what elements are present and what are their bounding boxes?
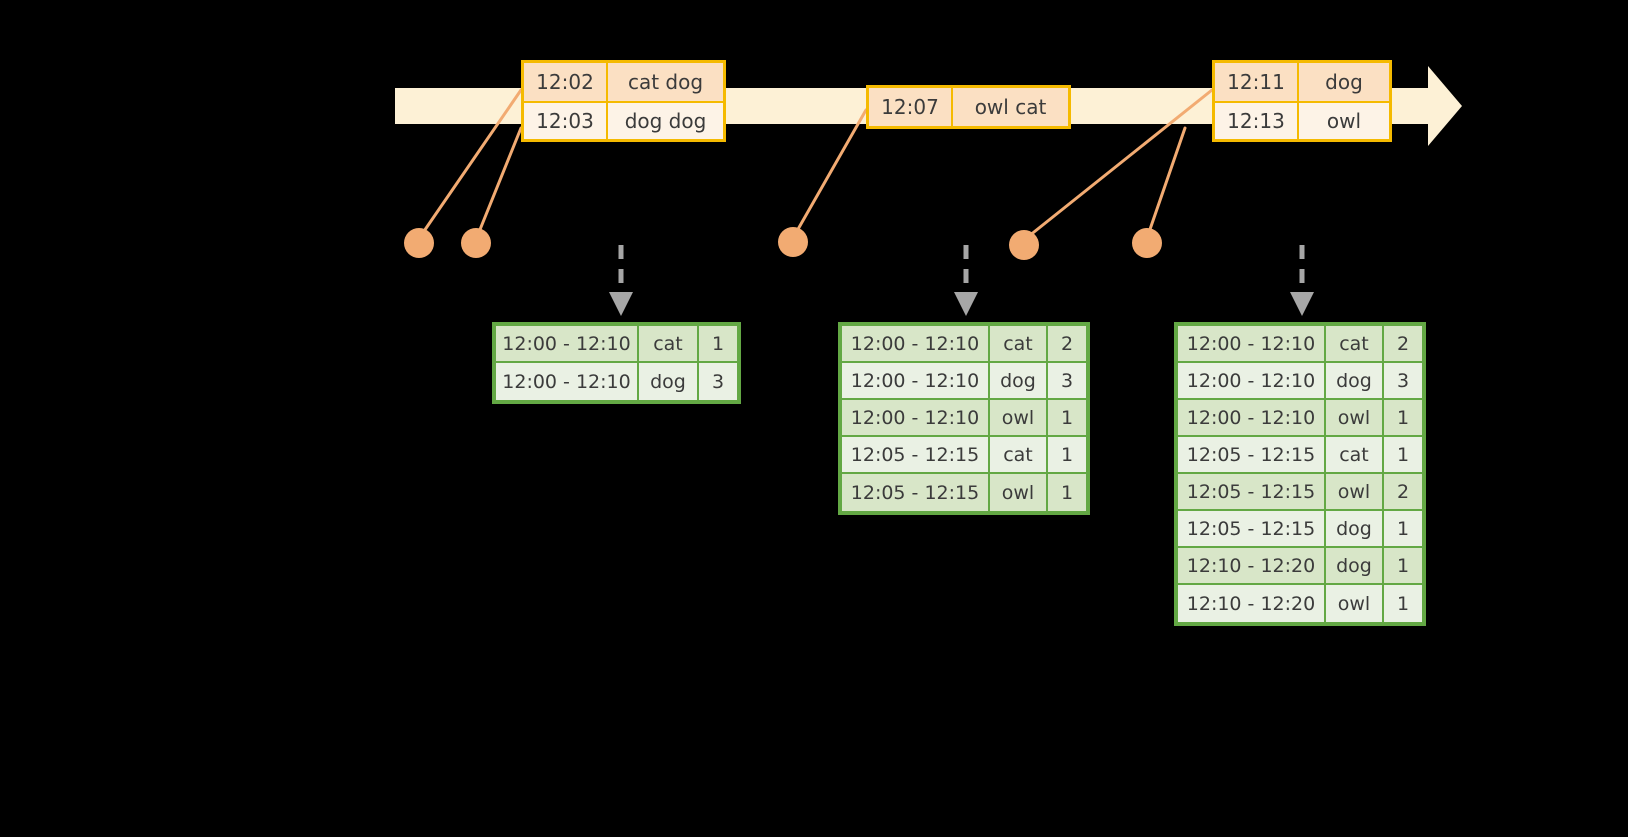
cell-count: 3 [699,363,737,400]
table-row[interactable]: 12:05 - 12:15 owl 1 [842,474,1086,511]
event-time: 12:02 [524,63,608,101]
cell-window: 12:10 - 12:20 [1178,548,1326,583]
table-row[interactable]: 12:10 - 12:20 dog 1 [1178,548,1422,585]
result-table-2[interactable]: 12:00 - 12:10 cat 2 12:00 - 12:10 dog 3 … [838,322,1090,515]
table-row[interactable]: 12:05 - 12:15 cat 1 [842,437,1086,474]
cell-count: 2 [1048,326,1086,361]
event-row[interactable]: 12:03 dog dog [524,101,723,139]
cell-window: 12:00 - 12:10 [842,326,990,361]
event-row[interactable]: 12:13 owl [1215,101,1389,139]
cell-window: 12:05 - 12:15 [1178,474,1326,509]
cell-word: dog [1326,511,1384,546]
connector-line-1 [418,88,523,239]
connector-line-5 [1145,126,1187,240]
dashed-arrows [609,245,1314,316]
stream-dot-5 [1132,228,1162,258]
table-row[interactable]: 12:00 - 12:10 owl 1 [842,400,1086,437]
cell-window: 12:00 - 12:10 [496,326,639,361]
cell-window: 12:00 - 12:10 [1178,363,1326,398]
cell-window: 12:00 - 12:10 [842,363,990,398]
cell-word: cat [1326,326,1384,361]
table-row[interactable]: 12:00 - 12:10 cat 1 [496,326,737,363]
cell-word: dog [1326,363,1384,398]
dashed-arrow-1 [609,245,633,316]
cell-window: 12:10 - 12:20 [1178,585,1326,622]
cell-word: cat [1326,437,1384,472]
table-row[interactable]: 12:10 - 12:20 owl 1 [1178,585,1422,622]
stream-dot-3 [778,227,808,257]
cell-word: owl [1326,585,1384,622]
result-table-3[interactable]: 12:00 - 12:10 cat 2 12:00 - 12:10 dog 3 … [1174,322,1426,626]
connector-line-2 [475,126,523,239]
stream-dot-4 [1009,230,1039,260]
event-row[interactable]: 12:11 dog [1215,63,1389,101]
event-time: 12:11 [1215,63,1299,101]
cell-word: dog [1326,548,1384,583]
cell-count: 1 [1384,585,1422,622]
cell-window: 12:00 - 12:10 [1178,400,1326,435]
event-words: cat dog [627,70,704,94]
cell-window: 12:00 - 12:10 [1178,326,1326,361]
table-row[interactable]: 12:00 - 12:10 dog 3 [1178,363,1422,400]
cell-count: 1 [1048,400,1086,435]
cell-count: 3 [1048,363,1086,398]
cell-count: 1 [1048,474,1086,511]
event-box-2[interactable]: 12:07 owl cat [866,85,1071,129]
event-box-1[interactable]: 12:02 cat dog 12:03 dog dog [521,60,726,142]
cell-word: cat [990,326,1048,361]
dashed-arrow-2 [954,245,978,316]
cell-window: 12:00 - 12:10 [842,400,990,435]
event-time: 12:13 [1215,103,1299,139]
stream-dot-1 [404,228,434,258]
event-row[interactable]: 12:02 cat dog [524,63,723,101]
stream-dots [404,227,1162,260]
cell-word: owl [990,400,1048,435]
table-row[interactable]: 12:00 - 12:10 dog 3 [842,363,1086,400]
event-words: dog dog [624,109,707,133]
table-row[interactable]: 12:00 - 12:10 cat 2 [1178,326,1422,363]
cell-count: 1 [1384,400,1422,435]
cell-word: owl [990,474,1048,511]
cell-window: 12:00 - 12:10 [496,363,639,400]
cell-count: 2 [1384,474,1422,509]
table-row[interactable]: 12:00 - 12:10 owl 1 [1178,400,1422,437]
cell-word: dog [639,363,699,400]
event-row[interactable]: 12:07 owl cat [869,88,1068,126]
cell-word: cat [639,326,699,361]
cell-count: 1 [699,326,737,361]
cell-word: owl [1326,474,1384,509]
cell-window: 12:05 - 12:15 [842,474,990,511]
cell-count: 1 [1048,437,1086,472]
cell-window: 12:05 - 12:15 [842,437,990,472]
stream-dot-2 [461,228,491,258]
event-words: owl cat [974,95,1047,119]
table-row[interactable]: 12:05 - 12:15 cat 1 [1178,437,1422,474]
table-row[interactable]: 12:05 - 12:15 dog 1 [1178,511,1422,548]
event-words: dog [1325,70,1363,94]
dashed-arrow-3 [1290,245,1314,316]
cell-count: 1 [1384,437,1422,472]
table-row[interactable]: 12:00 - 12:10 dog 3 [496,363,737,400]
event-time: 12:03 [524,103,608,139]
cell-count: 1 [1384,548,1422,583]
cell-word: dog [990,363,1048,398]
cell-count: 1 [1384,511,1422,546]
cell-window: 12:05 - 12:15 [1178,511,1326,546]
event-time: 12:07 [869,88,953,126]
table-row[interactable]: 12:05 - 12:15 owl 2 [1178,474,1422,511]
result-table-1[interactable]: 12:00 - 12:10 cat 1 12:00 - 12:10 dog 3 [492,322,741,404]
cell-count: 3 [1384,363,1422,398]
cell-word: cat [990,437,1048,472]
event-words: owl [1326,109,1362,133]
cell-count: 2 [1384,326,1422,361]
cell-window: 12:05 - 12:15 [1178,437,1326,472]
cell-word: owl [1326,400,1384,435]
event-box-3[interactable]: 12:11 dog 12:13 owl [1212,60,1392,142]
table-row[interactable]: 12:00 - 12:10 cat 2 [842,326,1086,363]
connector-line-3 [791,108,868,240]
